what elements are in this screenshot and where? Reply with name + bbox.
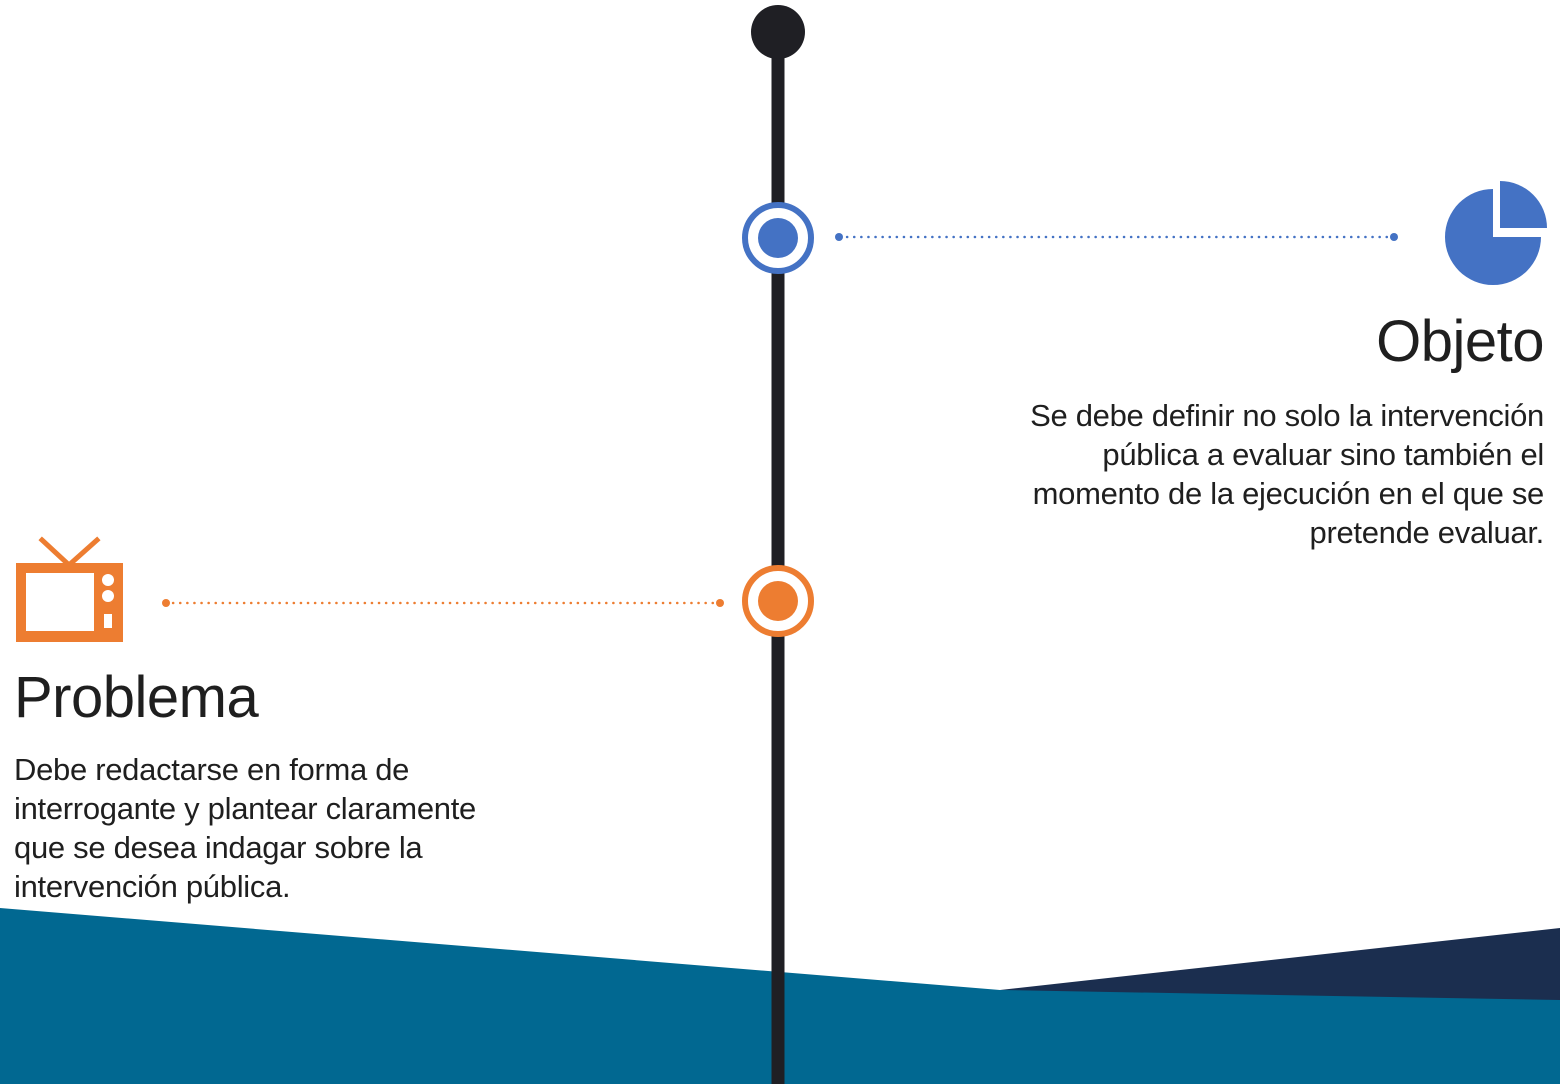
problema-connector-end-dot	[716, 599, 724, 607]
objeto-connector-start-dot	[835, 233, 843, 241]
objeto-description: Se debe definir no solo la intervención …	[1030, 397, 1544, 550]
objeto-node	[742, 202, 814, 274]
objeto-title: Objeto	[1376, 309, 1544, 374]
objeto-card: Objeto Se debe definir no solo la interv…	[984, 310, 1544, 552]
problema-node	[742, 565, 814, 637]
timeline-start-dot	[751, 5, 805, 59]
problema-connector-start-dot	[162, 599, 170, 607]
objeto-connector-end-dot	[1390, 233, 1398, 241]
problema-card: Problema Debe redactarse en forma de int…	[14, 666, 574, 906]
problema-description: Debe redactarse en forma de interrogante…	[14, 751, 476, 904]
pie-chart-icon	[1445, 181, 1547, 285]
problema-title: Problema	[14, 665, 259, 730]
tv-icon	[16, 536, 123, 642]
